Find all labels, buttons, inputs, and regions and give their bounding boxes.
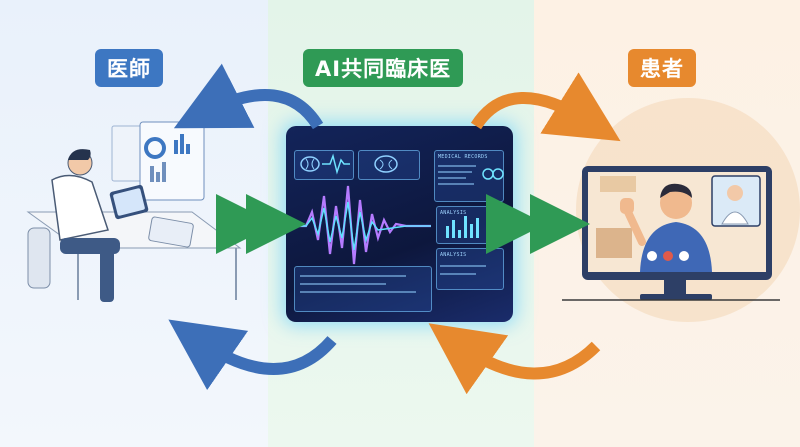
arrow-ai-to-doctor-top xyxy=(173,63,324,130)
doctor-coat xyxy=(51,174,109,241)
heartbeat-panel xyxy=(294,150,354,180)
arrow-patient-to-ai-bottom xyxy=(428,323,601,395)
records-panel-title: MEDICAL RECORDS xyxy=(438,154,488,160)
bar-icon xyxy=(150,166,154,182)
brain-icon xyxy=(300,156,320,172)
clipboard xyxy=(148,216,194,248)
doctor-video-thumbnail xyxy=(711,175,761,227)
waving-hand xyxy=(620,198,634,214)
heartbeat-icon xyxy=(322,153,350,175)
donut-chart-icon xyxy=(144,137,166,159)
bar-icon xyxy=(180,134,184,154)
bar-icon xyxy=(186,144,190,154)
arrow-ai-to-doctor-bottom xyxy=(168,319,337,391)
bar-icon xyxy=(156,172,160,182)
ai-label: AI共同臨床医 xyxy=(303,49,464,87)
monitor-stand xyxy=(640,294,712,300)
end-call-icon[interactable] xyxy=(663,251,673,261)
brain-icon xyxy=(374,155,398,173)
analysis-panel-2 xyxy=(436,248,504,290)
camera-icon[interactable] xyxy=(679,251,689,261)
bottom-data-panel xyxy=(294,266,432,312)
ai-dashboard-screen: MEDICAL RECORDS ANALYSIS ANALYSIS xyxy=(286,126,513,322)
doctor-label: 医師 xyxy=(95,49,163,87)
patient-shirt xyxy=(640,222,712,272)
bar-icon xyxy=(162,162,166,182)
patient-label: 患者 xyxy=(628,49,696,87)
patient-head xyxy=(660,187,692,219)
arrow-ai-to-patient-top xyxy=(470,72,621,142)
mic-icon[interactable] xyxy=(647,251,657,261)
analysis-panel-2-title: ANALYSIS xyxy=(440,252,467,258)
chair xyxy=(27,227,51,289)
analysis-panel-1-title: ANALYSIS xyxy=(440,210,467,216)
waveform-icon xyxy=(292,185,431,265)
screen-graphics xyxy=(292,153,504,293)
bar-icon xyxy=(174,140,178,154)
